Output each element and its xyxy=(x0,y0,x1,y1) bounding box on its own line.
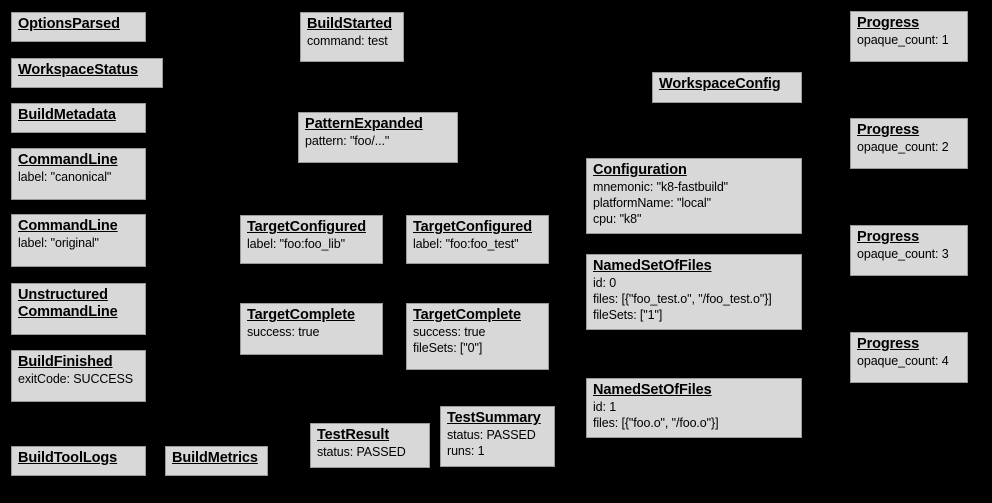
event-node-named-set-of-files-1[interactable]: NamedSetOfFiles id: 1 files: [{"foo.o", "… xyxy=(586,378,802,438)
event-node-command-line-original[interactable]: CommandLine label: "original" xyxy=(11,214,146,267)
event-node-fields: success: true fileSets: ["0"] xyxy=(413,325,486,355)
event-node-named-set-of-files-0[interactable]: NamedSetOfFiles id: 0 files: [{"foo_test.… xyxy=(586,254,802,330)
event-node-title: TargetConfigured xyxy=(247,219,366,235)
event-node-title: CommandLine xyxy=(18,218,118,234)
event-node-title: TestResult xyxy=(317,427,390,443)
event-node-title: NamedSetOfFiles xyxy=(593,258,712,274)
event-node-build-finished[interactable]: BuildFinished exitCode: SUCCESS xyxy=(11,350,146,402)
event-node-fields: opaque_count: 4 xyxy=(857,354,949,368)
event-node-fields: id: 1 files: [{"foo.o", "/foo.o"}] xyxy=(593,400,719,430)
event-node-title: Progress xyxy=(857,15,920,31)
event-node-title: OptionsParsed xyxy=(18,16,120,32)
event-node-progress-1[interactable]: Progress opaque_count: 1 xyxy=(850,11,968,62)
event-node-workspace-config[interactable]: WorkspaceConfig xyxy=(652,72,802,103)
event-node-title: BuildFinished xyxy=(18,354,113,370)
event-node-title: Unstructured CommandLine xyxy=(18,287,118,320)
event-node-fields: success: true xyxy=(247,325,320,339)
event-node-fields: opaque_count: 1 xyxy=(857,33,949,47)
event-node-title: BuildMetrics xyxy=(172,450,258,466)
event-node-title: Configuration xyxy=(593,162,687,178)
event-node-title: CommandLine xyxy=(18,152,118,168)
event-node-pattern-expanded[interactable]: PatternExpanded pattern: "foo/..." xyxy=(298,112,458,163)
event-node-title: Progress xyxy=(857,122,920,138)
event-node-workspace-status[interactable]: WorkspaceStatus xyxy=(11,58,163,88)
event-node-options-parsed[interactable]: OptionsParsed xyxy=(11,12,146,42)
event-node-fields: id: 0 files: [{"foo_test.o", "/foo_test.… xyxy=(593,276,772,322)
event-node-build-metadata[interactable]: BuildMetadata xyxy=(11,103,146,133)
event-node-target-configured-test[interactable]: TargetConfigured label: "foo:foo_test" xyxy=(406,215,549,264)
event-node-title: Progress xyxy=(857,336,920,352)
event-node-build-tool-logs[interactable]: BuildToolLogs xyxy=(11,446,146,476)
event-node-command-line-canonical[interactable]: CommandLine label: "canonical" xyxy=(11,148,146,200)
event-node-fields: mnemonic: "k8-fastbuild" platformName: "… xyxy=(593,180,729,226)
event-node-fields: status: PASSED runs: 1 xyxy=(447,428,536,458)
event-node-target-complete-lib[interactable]: TargetComplete success: true xyxy=(240,303,383,355)
event-node-configuration[interactable]: Configuration mnemonic: "k8-fastbuild" pl… xyxy=(586,158,802,234)
event-node-title: WorkspaceConfig xyxy=(659,76,781,92)
event-node-fields: label: "original" xyxy=(18,236,99,250)
event-node-fields: status: PASSED xyxy=(317,445,406,459)
event-node-target-complete-test[interactable]: TargetComplete success: true fileSets: ["… xyxy=(406,303,549,370)
event-node-fields: command: test xyxy=(307,34,388,48)
event-node-test-result[interactable]: TestResult status: PASSED xyxy=(310,423,430,468)
event-node-title: NamedSetOfFiles xyxy=(593,382,712,398)
event-node-fields: label: "foo:foo_test" xyxy=(413,237,519,251)
event-node-fields: opaque_count: 3 xyxy=(857,247,949,261)
event-node-fields: label: "foo:foo_lib" xyxy=(247,237,345,251)
event-node-fields: pattern: "foo/..." xyxy=(305,134,390,148)
event-node-title: Progress xyxy=(857,229,920,245)
event-node-build-metrics[interactable]: BuildMetrics xyxy=(165,446,268,476)
event-node-progress-2[interactable]: Progress opaque_count: 2 xyxy=(850,118,968,169)
event-node-fields: exitCode: SUCCESS xyxy=(18,372,134,386)
event-node-fields: opaque_count: 2 xyxy=(857,140,949,154)
event-node-title: TargetComplete xyxy=(413,307,521,323)
event-node-title: WorkspaceStatus xyxy=(18,62,138,78)
event-node-title: BuildMetadata xyxy=(18,107,116,123)
event-node-build-started[interactable]: BuildStarted command: test xyxy=(300,12,404,62)
event-node-progress-4[interactable]: Progress opaque_count: 4 xyxy=(850,332,968,383)
event-node-title: TargetComplete xyxy=(247,307,355,323)
event-node-unstructured-command-line[interactable]: Unstructured CommandLine xyxy=(11,283,146,335)
event-node-title: BuildToolLogs xyxy=(18,450,118,466)
event-node-test-summary[interactable]: TestSummary status: PASSED runs: 1 xyxy=(440,406,555,467)
event-node-title: BuildStarted xyxy=(307,16,393,32)
event-node-progress-3[interactable]: Progress opaque_count: 3 xyxy=(850,225,968,276)
event-node-title: TargetConfigured xyxy=(413,219,532,235)
event-node-title: PatternExpanded xyxy=(305,116,423,132)
event-node-fields: label: "canonical" xyxy=(18,170,112,184)
event-node-target-configured-lib[interactable]: TargetConfigured label: "foo:foo_lib" xyxy=(240,215,383,264)
event-node-title: TestSummary xyxy=(447,410,541,426)
